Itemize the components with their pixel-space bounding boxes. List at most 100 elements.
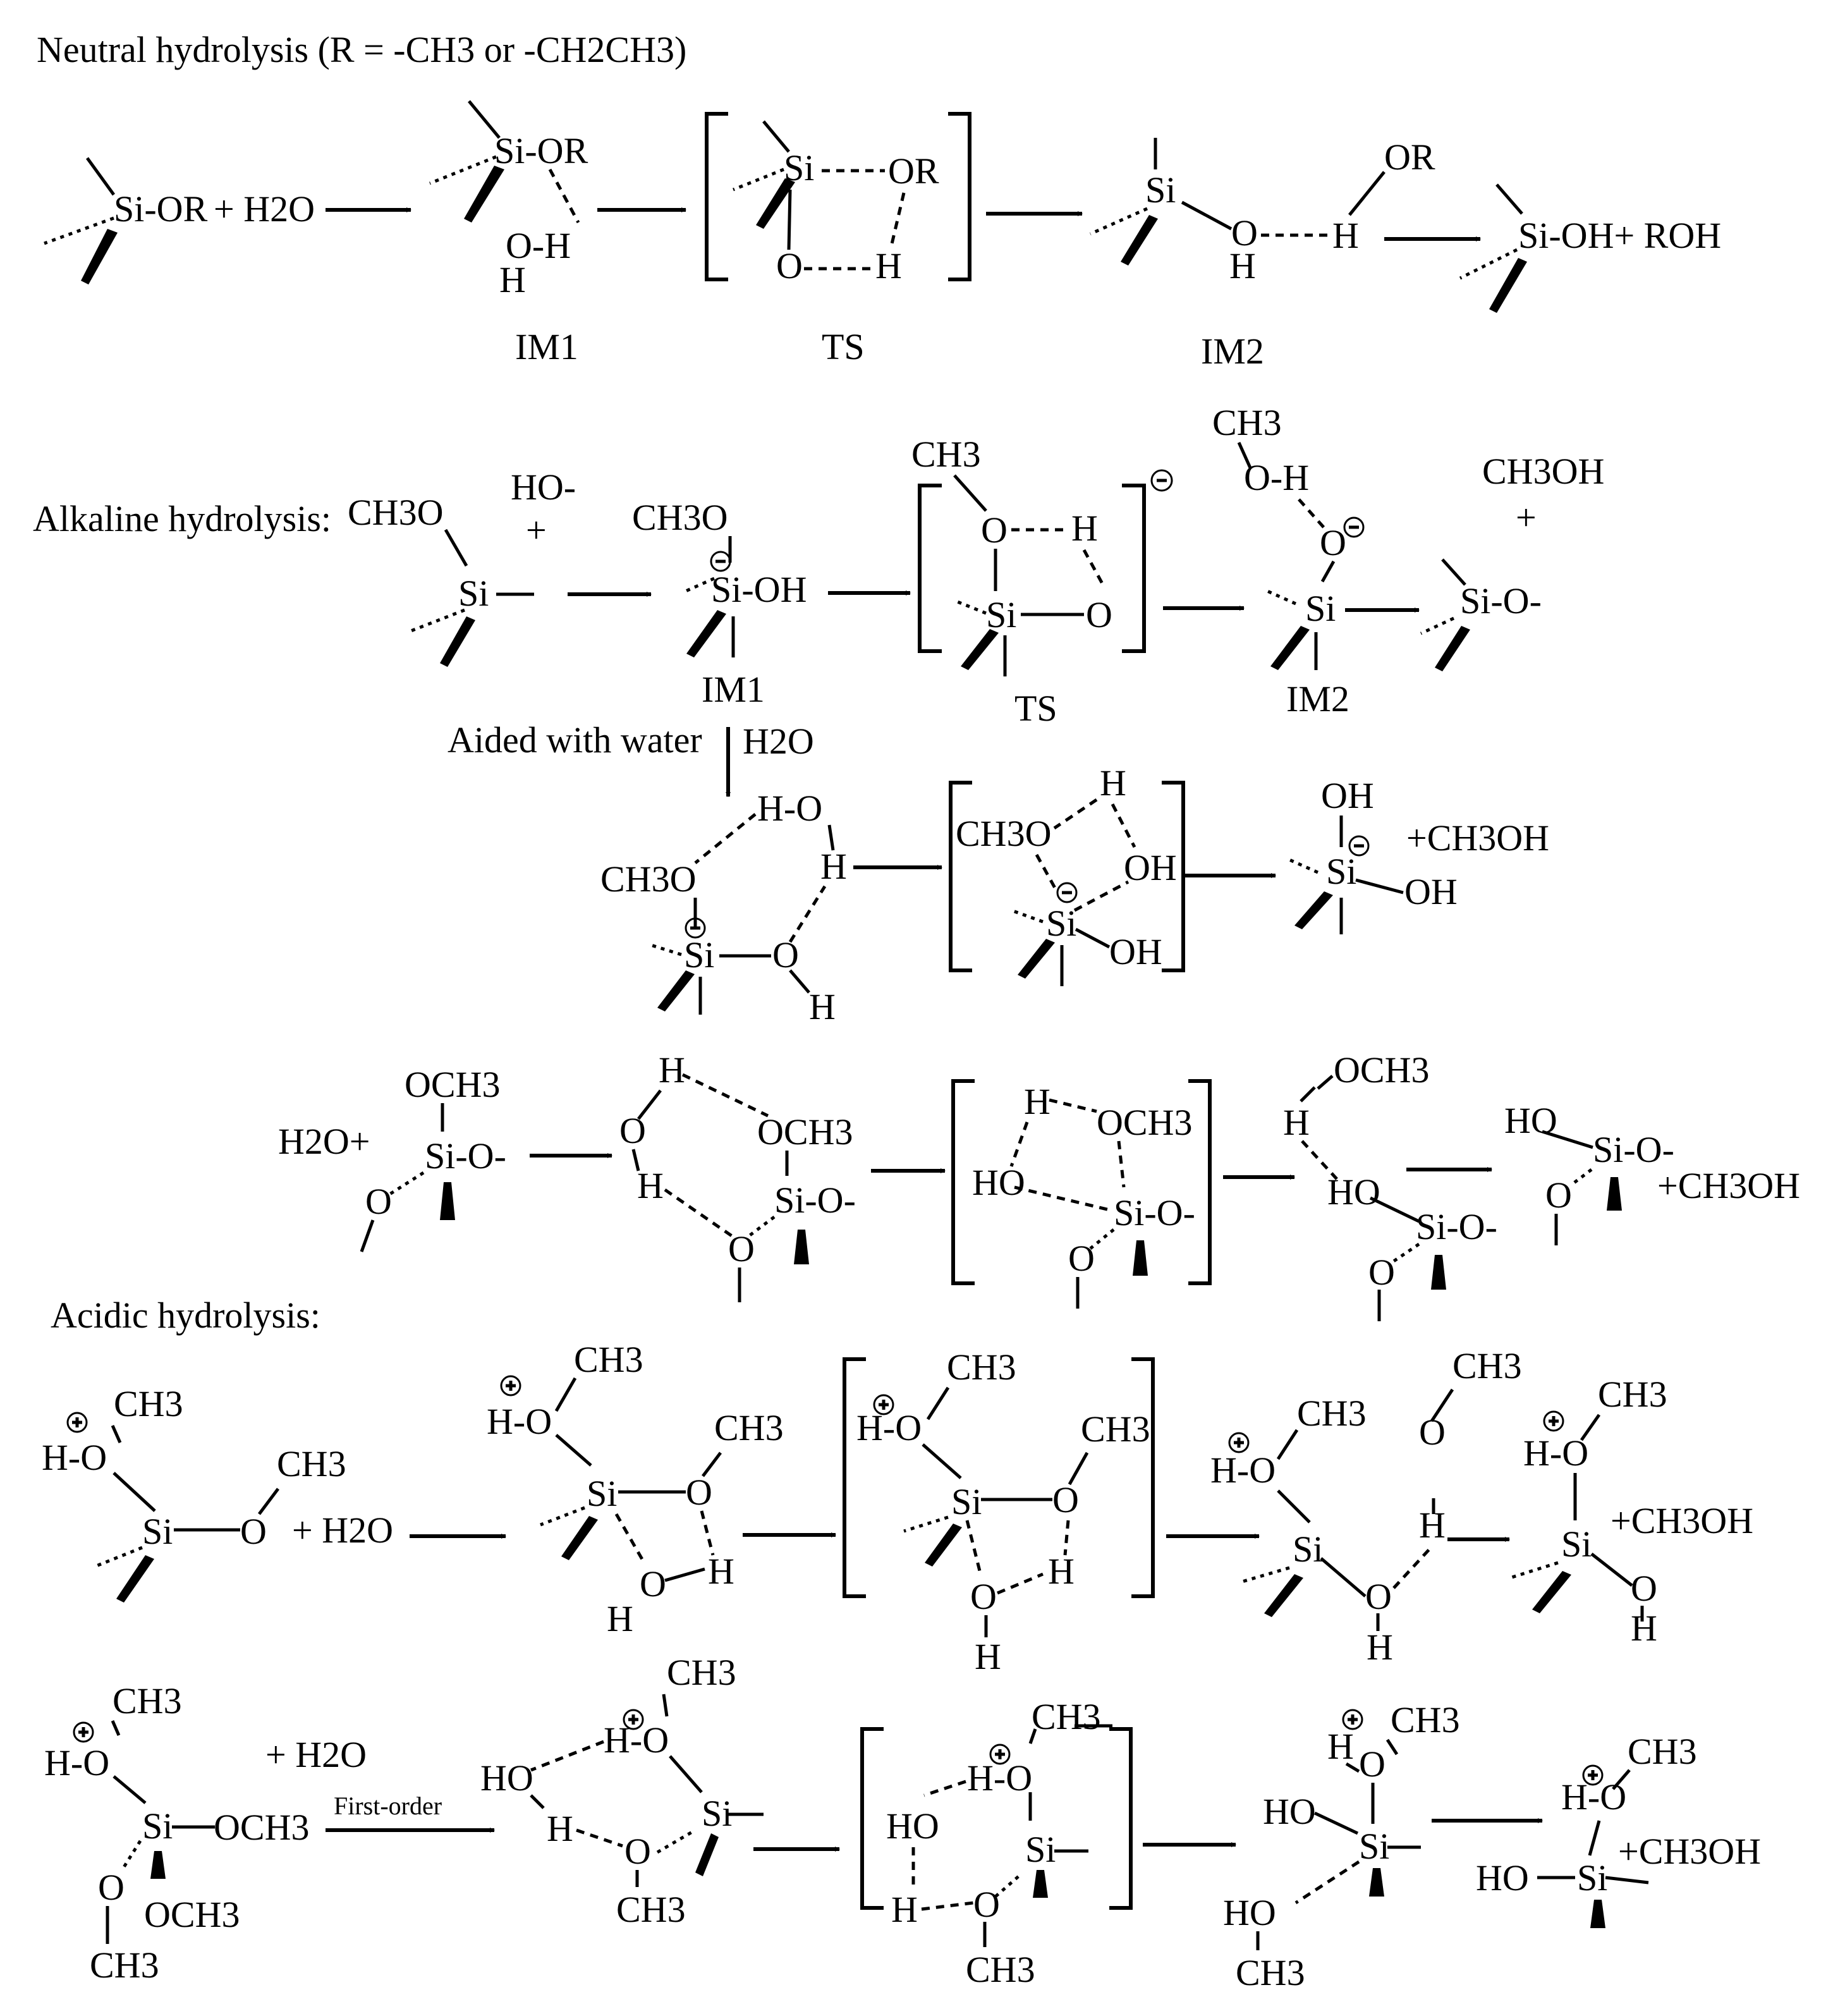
- ar-si: Si: [142, 1511, 173, 1552]
- neutral-hydrolysis-section: Neutral hydrolysis (R = -CH3 or -CH2CH3)…: [37, 29, 1721, 372]
- first-order-ts: CH3 H-O Si HO H O CH3: [860, 1696, 1133, 1990]
- ts-h: H: [875, 245, 902, 286]
- ap-si: Si: [1561, 1524, 1592, 1565]
- alkaline-im2-si: Si: [1305, 588, 1336, 629]
- si-oh-plus-roh-product: Si-OH+ ROH: [1518, 215, 1721, 256]
- fc-ch3: CH3: [667, 1652, 736, 1693]
- aim2-h-o: H-O: [1210, 1450, 1276, 1491]
- aided-product: OH Si OH +CH3OH: [1288, 775, 1549, 934]
- fr-och3: OCH3: [214, 1807, 309, 1848]
- acidic-im2-structure: H-O CH3 Si O H H O CH3: [1210, 1345, 1522, 1668]
- aided-ch3o: CH3O: [600, 858, 696, 900]
- neutral-ts-structure: Si OR O H: [705, 112, 971, 286]
- acidic-reactant: CH3 H-O Si O CH3 + H2O: [42, 1383, 393, 1603]
- alkaline-label-im2: IM2: [1286, 678, 1349, 719]
- aided-product-plus-ch3oh: +CH3OH: [1406, 817, 1549, 858]
- fim2-si: Si: [1359, 1826, 1389, 1867]
- fc-si: Si: [702, 1793, 732, 1834]
- acidic-hydrolysis-section: Acidic hydrolysis: CH3 H-O Si O CH3 + H2…: [42, 1295, 1761, 1993]
- alkaline-product-ch3oh: CH3OH: [1482, 451, 1604, 492]
- ats-o: O: [1052, 1479, 1079, 1520]
- sim2-si-o-minus: Si-O-: [1416, 1206, 1497, 1247]
- sc1-o-bottom: O: [728, 1228, 755, 1269]
- ai1-h-bottom: H: [607, 1598, 633, 1639]
- aim2-ch3-top: CH3: [1452, 1345, 1522, 1386]
- ts-o: O: [776, 245, 803, 286]
- sprod-plus-ch3oh: +CH3OH: [1657, 1165, 1800, 1206]
- alkaline-ts-o-right: O: [1086, 594, 1112, 635]
- aided-ts-structure: CH3O H OH Si OH: [949, 762, 1185, 986]
- ai1-o: O: [686, 1472, 712, 1513]
- im2-si: Si: [1145, 169, 1176, 211]
- im2-or: OR: [1384, 137, 1435, 178]
- acidic-product: H-O CH3 Si O H +CH3OH: [1511, 1374, 1753, 1649]
- aided-ts-oh-bottom: OH: [1109, 931, 1162, 972]
- aided-product-oh-top: OH: [1321, 775, 1374, 816]
- aim2-si: Si: [1293, 1529, 1323, 1570]
- aided-h2o-label: H2O: [743, 721, 814, 762]
- ats-o-bottom: O: [970, 1576, 997, 1617]
- fts-o-bottom: O: [973, 1884, 1000, 1925]
- im1-o-h: O-H: [506, 225, 571, 266]
- aided-h-bottom: H: [809, 986, 836, 1027]
- ap-h-o: H-O: [1523, 1433, 1588, 1474]
- sprod-si-o-minus: Si-O-: [1593, 1129, 1674, 1170]
- ts-or: OR: [888, 150, 939, 192]
- fc-ho: HO: [480, 1757, 533, 1799]
- ap-ch3: CH3: [1598, 1374, 1667, 1415]
- alkaline-im2-structure: CH3 O-H O Si: [1212, 402, 1365, 670]
- h2o-plus-label: H2O+: [278, 1121, 370, 1162]
- alkaline-im1-si-oh: Si-OH: [711, 569, 807, 610]
- neutral-hydrolysis-header: Neutral hydrolysis (R = -CH3 or -CH2CH3): [37, 29, 686, 70]
- sts-h: H: [1024, 1081, 1050, 1122]
- ats-si: Si: [951, 1481, 982, 1522]
- neutral-product: Si-OH+ ROH: [1459, 183, 1721, 313]
- acidic-plus-h2o: + H2O: [292, 1510, 393, 1551]
- ai1-ch3-right: CH3: [714, 1407, 784, 1448]
- alkaline-reactant-si: Si: [458, 573, 489, 614]
- first-order-complex: CH3 H-O Si HO H O CH3: [480, 1652, 764, 1930]
- ap-plus-ch3oh: +CH3OH: [1611, 1500, 1753, 1541]
- ar-h-o: H-O: [42, 1437, 107, 1478]
- sts-och3: OCH3: [1097, 1102, 1192, 1143]
- aided-reactant-complex: H-O H CH3O Si O H: [600, 788, 847, 1027]
- alkaline-ts-o-top: O: [981, 510, 1008, 551]
- alkaline-ts-si: Si: [986, 594, 1016, 635]
- ats-h: H: [1048, 1551, 1075, 1592]
- ar-o: O: [240, 1511, 267, 1552]
- ho-minus: HO-: [511, 467, 576, 508]
- ts-si: Si: [784, 147, 814, 188]
- acidic-hydrolysis-header: Acidic hydrolysis:: [51, 1295, 320, 1336]
- silicate-ts: H OCH3 HO Si-O- O: [951, 1079, 1212, 1309]
- alkaline-plus: +: [526, 510, 547, 551]
- silicate-si-o-minus: Si-O-: [425, 1135, 506, 1176]
- alkaline-im1-ch3o: CH3O: [632, 497, 728, 538]
- sc1-och3: OCH3: [757, 1111, 853, 1152]
- fc-h: H: [547, 1808, 573, 1849]
- sts-si-o-minus: Si-O-: [1114, 1192, 1195, 1233]
- fim2-ch3: CH3: [1391, 1699, 1460, 1740]
- fts-ch3: CH3: [1032, 1696, 1101, 1737]
- im2-o: O: [1231, 212, 1258, 254]
- alkaline-im2-o: O: [1320, 522, 1346, 563]
- sim2-och3: OCH3: [1334, 1049, 1429, 1090]
- alkaline-product-si-o-minus: Si-O-: [1460, 580, 1542, 621]
- alkaline-reactant-ch3o: CH3O: [348, 492, 443, 533]
- alkaline-hydrolysis-section: Alkaline hydrolysis: CH3O Si HO- + CH3O …: [33, 402, 1800, 1321]
- neutral-label-im1: IM1: [515, 326, 578, 367]
- aim2-o: O: [1365, 1576, 1392, 1617]
- ats-h-o: H-O: [856, 1407, 922, 1448]
- fim2-ho: HO: [1263, 1791, 1316, 1832]
- neutral-label-ts: TS: [822, 326, 865, 367]
- ai1-ch3: CH3: [574, 1339, 643, 1380]
- ar-ch3: CH3: [114, 1383, 183, 1424]
- fim2-o: O: [1359, 1744, 1385, 1785]
- fts-si: Si: [1025, 1829, 1056, 1870]
- fts-h-o: H-O: [967, 1757, 1032, 1799]
- fim2-ho-bottom: HO: [1223, 1892, 1276, 1933]
- sprod-o: O: [1545, 1175, 1572, 1216]
- alkaline-reactant: CH3O Si HO- +: [348, 467, 576, 667]
- alkaline-label-ts: TS: [1014, 688, 1057, 729]
- sts-ho: HO: [972, 1162, 1025, 1203]
